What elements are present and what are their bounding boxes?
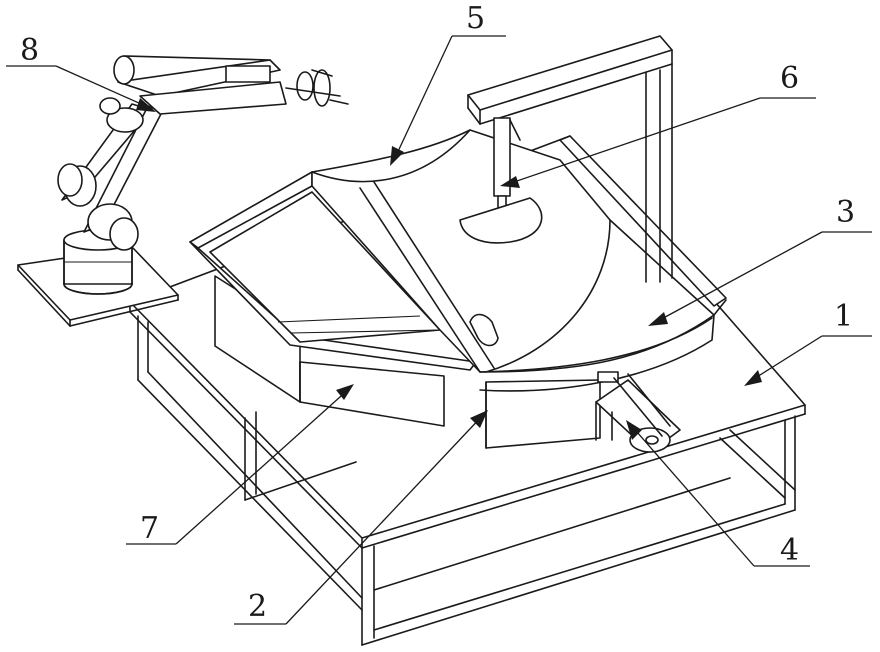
label-7: 7: [140, 511, 159, 546]
label-2: 2: [248, 589, 267, 624]
label-5: 5: [466, 1, 485, 36]
label-4: 4: [780, 533, 799, 568]
label-6: 6: [780, 61, 799, 96]
label-8: 8: [20, 33, 39, 68]
label-1: 1: [834, 299, 853, 334]
label-3: 3: [836, 195, 855, 230]
